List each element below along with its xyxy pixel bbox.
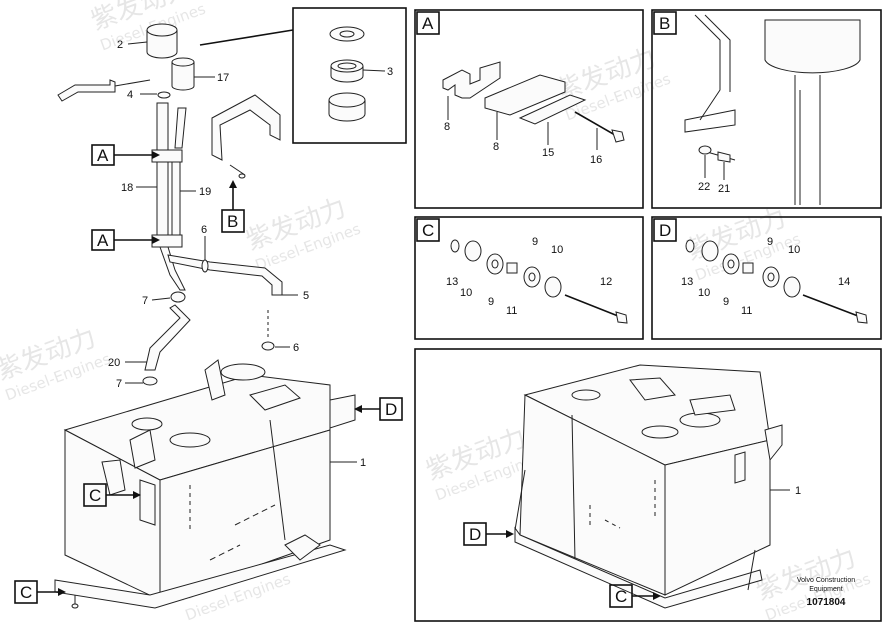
main-exploded-view: 2 17 4 18 19 6 5 7 20 7 — [54, 23, 366, 609]
drawing-credit: Volvo Construction Equipment 1071804 — [776, 576, 876, 608]
callout-1b: 1 — [795, 485, 801, 497]
detail-b-parts: 22 21 — [684, 14, 861, 205]
callout-8: 8 — [444, 121, 450, 133]
svg-text:A: A — [97, 146, 109, 165]
callout-7b: 7 — [116, 378, 122, 390]
svg-text:C: C — [615, 587, 627, 606]
callout-6b: 6 — [293, 342, 299, 354]
credit-company: Volvo Construction — [796, 577, 856, 584]
callout-18: 18 — [121, 182, 133, 194]
credit-division: Equipment — [809, 586, 843, 593]
view-label-a: A — [416, 11, 440, 35]
callout-10: 10 — [460, 287, 472, 299]
callout-2: 2 — [117, 39, 123, 51]
callout-14: 14 — [838, 276, 850, 288]
view-marker-c-overview: C — [609, 584, 661, 608]
detail-c-parts: 13 10 9 11 9 10 12 — [446, 236, 628, 324]
callout-3: 3 — [387, 66, 393, 78]
view-marker-a-upper: A — [91, 144, 160, 166]
svg-text:C: C — [20, 583, 32, 602]
callout-12: 12 — [600, 276, 612, 288]
detail-frame-c — [414, 216, 644, 340]
callout-9b: 9 — [532, 236, 538, 248]
cap-detail: 3 — [199, 26, 393, 122]
callout-10e: 10 — [788, 244, 800, 256]
callout-4: 4 — [127, 89, 133, 101]
callout-13d: 13 — [681, 276, 693, 288]
callout-10d: 10 — [698, 287, 710, 299]
svg-text:C: C — [89, 486, 101, 505]
callout-15: 15 — [542, 147, 554, 159]
svg-text:B: B — [659, 14, 670, 33]
callout-9: 9 — [488, 296, 494, 308]
detail-d-parts: 13 10 9 11 9 10 14 — [681, 236, 868, 324]
callout-5: 5 — [303, 290, 309, 302]
svg-text:D: D — [469, 525, 481, 544]
callout-6: 6 — [201, 224, 207, 236]
svg-text:C: C — [422, 221, 434, 240]
view-marker-c-main-upper: C — [83, 483, 141, 507]
callout-9e: 9 — [767, 236, 773, 248]
callout-22: 22 — [698, 181, 710, 193]
detail-frame-d — [651, 216, 882, 340]
view-label-c: C — [416, 218, 440, 242]
callout-1: 1 — [360, 457, 366, 469]
svg-text:D: D — [385, 400, 397, 419]
detail-a-parts: 8 8 15 16 — [442, 61, 625, 166]
detail-frame-a — [414, 9, 644, 209]
callout-7: 7 — [142, 295, 148, 307]
view-marker-c-main-lower: C — [14, 580, 66, 604]
callout-16: 16 — [590, 154, 602, 166]
view-marker-a-lower: A — [91, 229, 160, 251]
callout-8b: 8 — [493, 141, 499, 153]
callout-21: 21 — [718, 183, 730, 195]
callout-13: 13 — [446, 276, 458, 288]
callout-11d: 11 — [741, 305, 752, 317]
callout-20: 20 — [108, 357, 120, 369]
svg-text:A: A — [422, 14, 434, 33]
view-marker-d-overview: D — [463, 522, 514, 546]
drawing-number: 1071804 — [806, 597, 846, 608]
detail-frame-overview — [414, 348, 882, 622]
callout-19: 19 — [199, 186, 211, 198]
callout-9d: 9 — [723, 296, 729, 308]
overview-tank: 1 — [514, 364, 801, 609]
svg-text:B: B — [227, 212, 238, 231]
view-label-b: B — [653, 11, 677, 35]
view-marker-d-main: D — [354, 397, 403, 421]
callout-17: 17 — [217, 72, 229, 84]
view-label-d: D — [653, 218, 677, 242]
callout-11: 11 — [506, 305, 517, 317]
detail-frame-b — [651, 9, 882, 209]
svg-text:D: D — [659, 221, 671, 240]
svg-text:A: A — [97, 231, 109, 250]
detail-frame-cap — [292, 7, 407, 144]
callout-10b: 10 — [551, 244, 563, 256]
view-marker-b: B — [221, 180, 245, 233]
